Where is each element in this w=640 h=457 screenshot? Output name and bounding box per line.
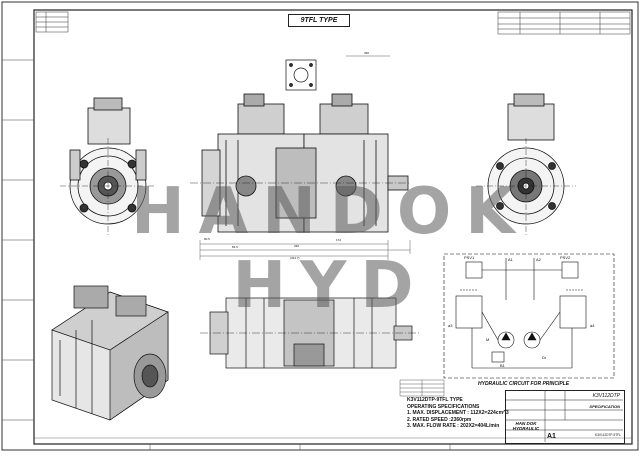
right-end-view bbox=[476, 93, 576, 236]
circuit-label: M bbox=[486, 337, 490, 342]
circuit-label: a4 bbox=[590, 323, 595, 328]
spec-title: K3V112DTP-9TFL TYPE bbox=[407, 397, 463, 403]
revision-table-right bbox=[497, 11, 631, 35]
circuit-label: A2 bbox=[536, 257, 541, 262]
spec-table bbox=[399, 379, 445, 397]
dimension-label: 330 bbox=[294, 244, 300, 248]
circuit-label: PSV1 bbox=[464, 255, 475, 260]
circuit-label: a3 bbox=[448, 323, 453, 328]
spec-item: 3. MAX. FLOW RATE : 202X2=404L/min bbox=[407, 423, 500, 429]
company-name: HAN DOK HYDRAULIC bbox=[508, 421, 544, 431]
front-view-pump bbox=[190, 93, 410, 233]
sheet-size: A1 bbox=[547, 433, 556, 440]
circuit-label: PSV2 bbox=[560, 255, 571, 260]
dimension-label: 60.5 bbox=[204, 237, 210, 241]
circuit-caption: HYDRAULIC CIRCUIT FOR PRINCIPLE bbox=[478, 381, 570, 387]
company-line: HYDRAULIC bbox=[512, 426, 540, 431]
left-end-view bbox=[60, 97, 156, 236]
drawing-number: K3V112DTP-9TFL bbox=[595, 433, 621, 437]
spec-item: 2. RATED SPEED :2360rpm bbox=[407, 416, 472, 423]
dimension-label: 83.5 bbox=[232, 245, 238, 249]
title-block: K3V112DTP SPECIFICATION HAN DOK HYDRAULI… bbox=[505, 390, 625, 444]
dimension-label: 172 bbox=[336, 238, 342, 242]
dimension-label: 390 bbox=[364, 51, 370, 55]
model-number: K3V112DTP bbox=[592, 393, 620, 399]
dimension-label: (344.7) bbox=[290, 256, 300, 260]
circuit-label: Dr bbox=[542, 355, 547, 360]
port-detail bbox=[285, 59, 317, 91]
plan-view bbox=[200, 297, 420, 369]
title-block-lines bbox=[505, 390, 623, 442]
isometric-view bbox=[51, 285, 169, 421]
inner-border bbox=[33, 9, 633, 445]
dimension-lines bbox=[199, 55, 411, 260]
margin-ticks bbox=[2, 59, 451, 450]
spec-label: SPECIFICATION bbox=[589, 404, 620, 409]
type-label: 9TFL TYPE bbox=[288, 14, 350, 27]
revision-table-left bbox=[35, 11, 69, 33]
circuit-label: A1 bbox=[508, 257, 513, 262]
spec-heading: OPERATING SPECIFICATIONS bbox=[407, 403, 480, 410]
spec-item: 1. MAX. DISPLACEMENT : 112X2=224cm^3 bbox=[407, 410, 509, 416]
circuit-label: B1 bbox=[500, 363, 505, 368]
hydraulic-circuit bbox=[443, 253, 615, 379]
operating-specifications: K3V112DTP-9TFL TYPE OPERATING SPECIFICAT… bbox=[407, 397, 509, 430]
company-line: HAN DOK bbox=[515, 421, 537, 426]
